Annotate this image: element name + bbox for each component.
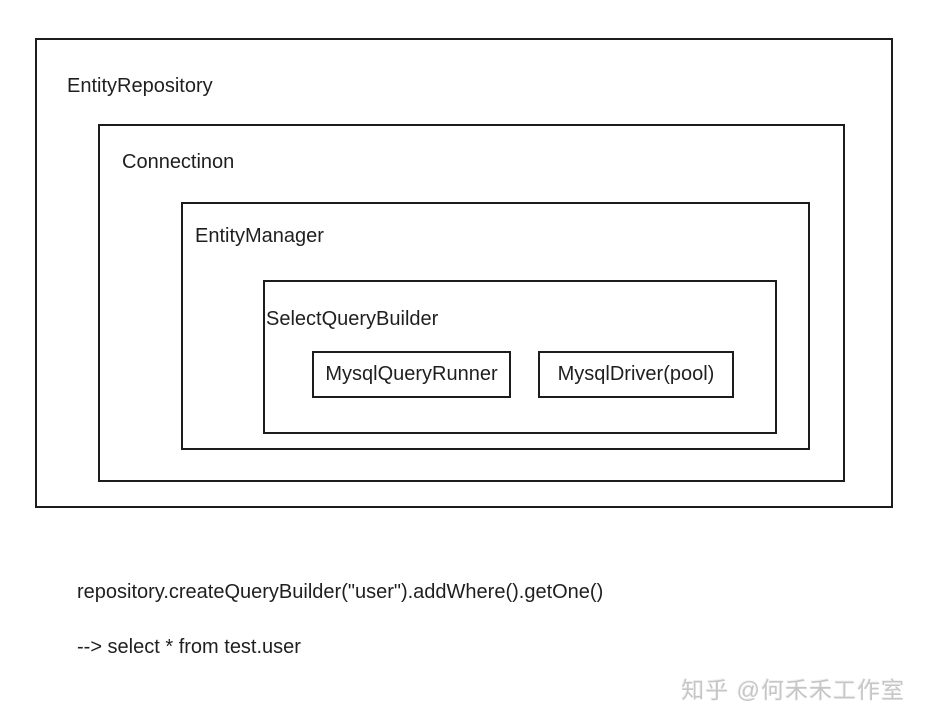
code-annotation-query: repository.createQueryBuilder("user").ad…: [77, 581, 604, 603]
box-entity-repository: EntityRepository Connectinon EntityManag…: [35, 38, 893, 508]
box-mysql-driver: MysqlDriver(pool): [538, 351, 734, 398]
box-connection: Connectinon EntityManager SelectQueryBui…: [98, 124, 845, 482]
box-entity-manager: EntityManager SelectQueryBuilder MysqlQu…: [181, 202, 810, 450]
box-mysql-query-runner: MysqlQueryRunner: [312, 351, 511, 398]
entity-repository-label: EntityRepository: [67, 75, 213, 97]
mysql-driver-label: MysqlDriver(pool): [557, 363, 715, 385]
connection-label: Connectinon: [122, 151, 235, 173]
box-select-query-builder: SelectQueryBuilder MysqlQueryRunner Mysq…: [263, 280, 777, 434]
zhihu-watermark: 知乎 @何禾禾工作室: [681, 677, 905, 703]
mysql-query-runner-label: MysqlQueryRunner: [325, 363, 498, 385]
entity-manager-label: EntityManager: [195, 225, 324, 247]
select-query-builder-label: SelectQueryBuilder: [266, 308, 439, 330]
code-annotation-sql-result: --> select * from test.user: [77, 636, 301, 658]
